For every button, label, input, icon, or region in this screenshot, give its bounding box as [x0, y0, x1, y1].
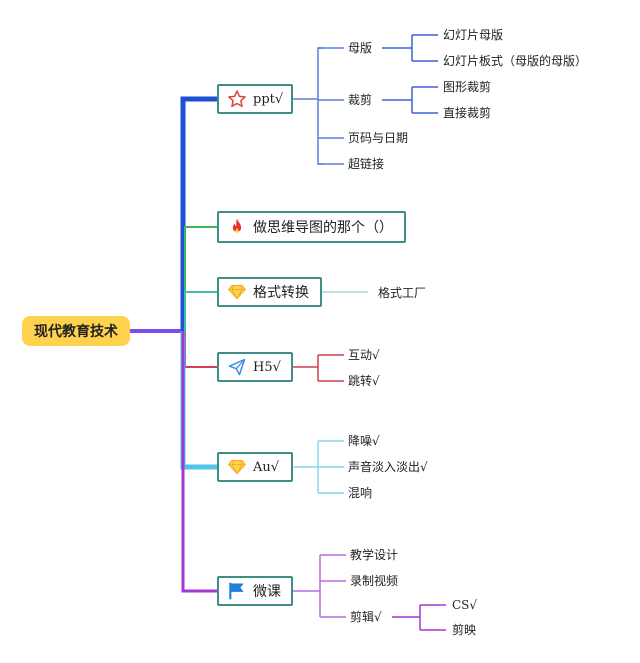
branch-mindmap-node[interactable]: 做思维导图的那个（） — [217, 211, 406, 243]
branch-micro-label: 微课 — [253, 584, 281, 600]
root-label: 现代教育技术 — [34, 324, 118, 340]
branch-au-node[interactable]: Au√ — [217, 452, 293, 482]
ppt-mother-label[interactable]: 母版 — [348, 41, 373, 55]
micro-record-label[interactable]: 录制视频 — [350, 574, 399, 588]
micro-edit-label[interactable]: 剪辑√ — [350, 610, 382, 624]
ppt-mother-child-2[interactable]: 幻灯片板式（母版的母版） — [443, 54, 588, 68]
ppt-page-label[interactable]: 页码与日期 — [348, 131, 409, 145]
ppt-crop-child-2[interactable]: 直接裁剪 — [443, 106, 492, 120]
micro-edit-child-1[interactable]: CS√ — [452, 598, 478, 612]
diamond-icon — [227, 282, 247, 302]
branch-mindmap-label: 做思维导图的那个（） — [253, 220, 393, 236]
au-child-3[interactable]: 混响 — [348, 486, 373, 500]
branch-au-label: Au√ — [253, 459, 280, 475]
flag-icon — [227, 581, 247, 601]
paper-plane-icon — [227, 357, 247, 377]
micro-design-label[interactable]: 教学设计 — [350, 548, 399, 562]
ppt-mother-child-1[interactable]: 幻灯片母版 — [443, 28, 504, 42]
au-child-2[interactable]: 声音淡入淡出√ — [348, 460, 428, 474]
h5-child-2[interactable]: 跳转√ — [348, 374, 380, 388]
fire-icon — [227, 217, 247, 237]
h5-child-1[interactable]: 互动√ — [348, 348, 380, 362]
ppt-crop-child-1[interactable]: 图形裁剪 — [443, 80, 492, 94]
branch-ppt-label: ppt√ — [253, 91, 284, 107]
branch-h5-label: H5√ — [253, 359, 281, 375]
diamond-icon — [227, 457, 247, 477]
root-node[interactable]: 现代教育技术 — [22, 316, 130, 346]
branch-micro-node[interactable]: 微课 — [217, 576, 293, 606]
micro-edit-child-2[interactable]: 剪映 — [452, 623, 477, 637]
branch-ppt-node[interactable]: ppt√ — [217, 84, 293, 114]
au-child-1[interactable]: 降噪√ — [348, 434, 380, 448]
branch-format-label: 格式转换 — [253, 285, 309, 301]
star-icon — [227, 89, 247, 109]
ppt-crop-label[interactable]: 裁剪 — [348, 93, 373, 107]
format-child-1[interactable]: 格式工厂 — [378, 286, 427, 300]
branch-format-node[interactable]: 格式转换 — [217, 277, 322, 307]
ppt-link-label[interactable]: 超链接 — [348, 157, 385, 171]
branch-h5-node[interactable]: H5√ — [217, 352, 293, 382]
